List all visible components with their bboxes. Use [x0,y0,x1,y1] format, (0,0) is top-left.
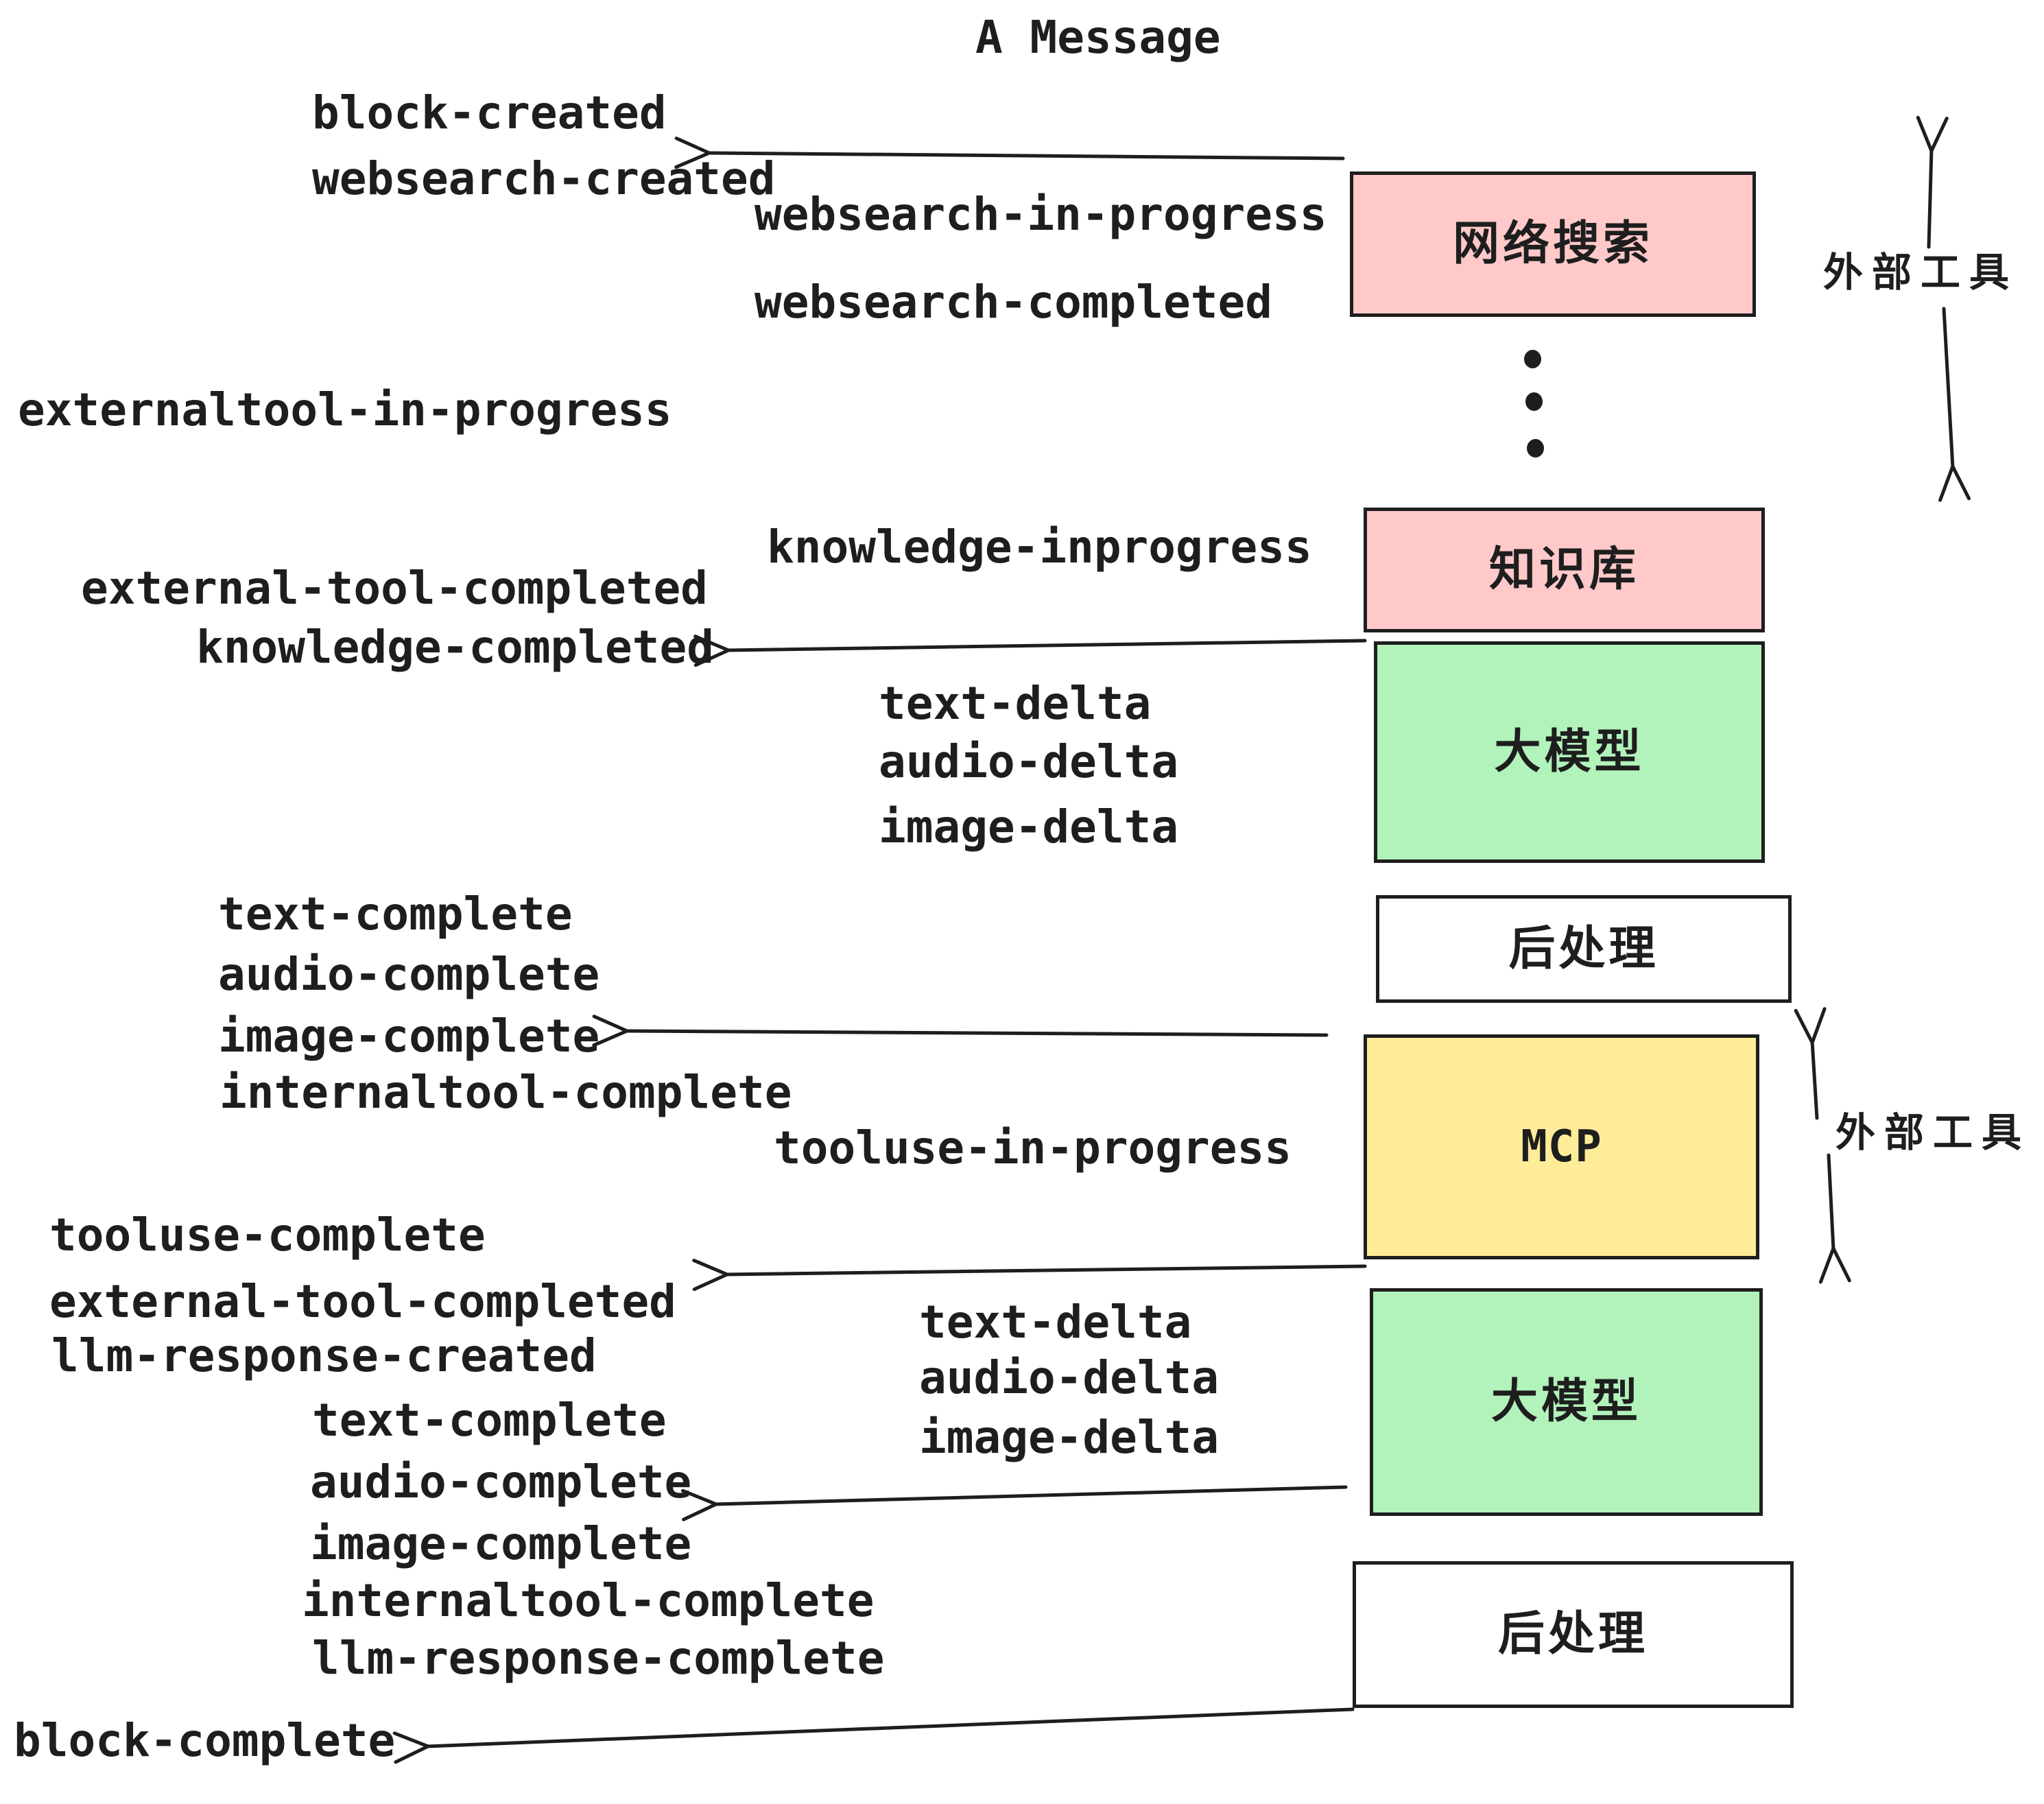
node-knowledge: 知识库 [1364,508,1765,632]
external-tools-range-label-2: 外部工具 [1835,1109,2031,1156]
event-image-complete-1: image-complete [218,1010,600,1063]
arrow-mcp-to-tooluse-complete [692,1259,1367,1292]
event-internaltool-complete-2: internaltool-complete [302,1574,875,1627]
event-audio-complete-2: audio-complete [310,1456,692,1508]
event-websearch-in-progress: websearch-in-progress [754,188,1327,241]
node-llm-2-label: 大模型 [1490,1375,1641,1429]
arrow-llm2-to-audio-complete [680,1485,1348,1521]
event-externaltool-in-progress: externaltool-in-progress [18,383,672,436]
event-websearch-completed: websearch-completed [754,276,1272,329]
node-llm-1: 大模型 [1374,641,1765,863]
event-block-complete: block-complete [14,1714,396,1767]
page-title: A Message [975,11,1221,64]
event-external-tool-completed: external-tool-completed [81,562,708,615]
node-postprocess-1-label: 后处理 [1508,921,1659,976]
node-postprocess-1: 后处理 [1376,895,1792,1003]
node-postprocess-2-label: 后处理 [1497,1607,1648,1661]
event-image-complete-2: image-complete [310,1517,692,1570]
event-text-complete-1: text-complete [218,888,573,940]
event-llm-response-created: llm-response-created [51,1329,597,1382]
node-websearch: 网络搜索 [1350,171,1756,317]
node-postprocess-2: 后处理 [1353,1561,1794,1708]
arrow-websearch-to-created [674,137,1345,169]
arrow-post2-to-block-complete [392,1707,1355,1764]
down-arrow-external-tools-2 [1818,1153,1851,1284]
node-llm-2: 大模型 [1370,1288,1763,1516]
event-audio-complete-1: audio-complete [218,948,600,1001]
down-arrow-external-tools-1 [1938,307,1971,502]
event-audio-delta-2: audio-delta [919,1351,1220,1404]
event-text-delta-1: text-delta [879,677,1152,730]
node-mcp: MCP [1364,1034,1759,1259]
event-image-delta-1: image-delta [879,800,1179,853]
node-llm-1-label: 大模型 [1494,724,1645,779]
event-image-delta-2: image-delta [919,1411,1220,1464]
event-knowledge-completed: knowledge-completed [196,621,714,674]
node-websearch-label: 网络搜索 [1452,217,1653,271]
arrow-knowledge-to-completed [693,634,1367,667]
event-llm-response-complete: llm-response-complete [312,1632,885,1685]
event-audio-delta-1: audio-delta [879,735,1179,788]
up-arrow-external-tools-1 [1916,115,1949,249]
event-websearch-created: websearch-created [312,152,776,205]
event-text-delta-2: text-delta [919,1296,1192,1349]
event-external-tool-completed-2: external-tool-completed [49,1275,676,1328]
node-knowledge-label: 知识库 [1488,543,1639,597]
arrow-post1-to-image-complete [592,1014,1329,1047]
up-arrow-external-tools-2 [1794,1007,1827,1120]
event-block-created: block-created [312,86,667,139]
event-text-complete-2: text-complete [312,1394,667,1447]
node-mcp-label: MCP [1521,1121,1602,1172]
event-tooluse-in-progress: tooluse-in-progress [774,1121,1292,1174]
event-internaltool-complete-1: internaltool-complete [219,1066,792,1119]
external-tools-range-label-1: 外部工具 [1823,249,2019,296]
event-knowledge-inprogress: knowledge-inprogress [767,521,1312,573]
event-tooluse-complete: tooluse-complete [49,1209,486,1261]
